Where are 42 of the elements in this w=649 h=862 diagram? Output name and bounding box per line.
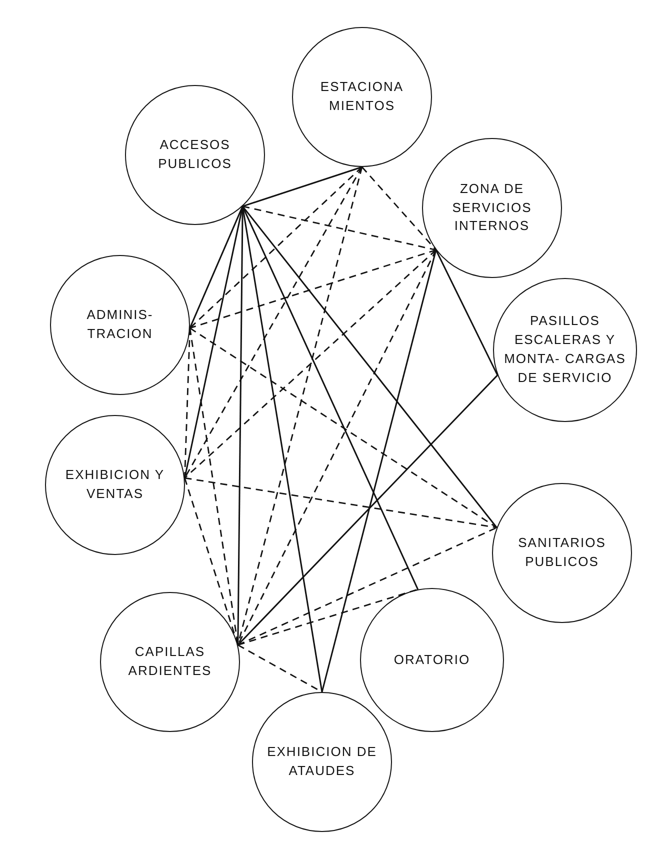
connector-line [237, 374, 498, 646]
connector-line [321, 250, 437, 692]
dashed-line [238, 526, 498, 646]
circle-node [360, 588, 504, 732]
dashed-line [190, 328, 498, 528]
circle-node [125, 85, 265, 225]
dashed-line [242, 206, 436, 251]
circle-node [492, 483, 632, 623]
dashed-line [184, 249, 436, 479]
connector-line [435, 250, 498, 376]
node-label: CAPILLAS ARDIENTES [127, 643, 213, 680]
node-label: EXHIBICION DE ATAUDES [266, 743, 378, 780]
node-label: ACCESOS PUBLICOS [157, 136, 233, 173]
circle-node [100, 592, 240, 732]
connector-line [242, 206, 419, 590]
node-label: SANITARIOS PUBLICOS [517, 534, 607, 571]
dashed-line [189, 166, 362, 329]
dashed-line [237, 250, 437, 646]
connector-line [242, 206, 498, 528]
dashed-line [238, 644, 322, 693]
connector-line [189, 206, 244, 328]
circle-node [45, 415, 185, 555]
node-label: ESTACIONA MIENTOS [319, 78, 405, 115]
dashed-line [184, 166, 363, 478]
dashed-line [237, 166, 363, 646]
dashed-line [238, 588, 418, 646]
node-label: EXHIBICION Y VENTAS [65, 466, 165, 503]
dashed-line [184, 478, 239, 646]
circle-node [422, 138, 562, 278]
connector-line [242, 206, 323, 692]
circle-node [493, 278, 637, 422]
node-label: ZONA DE SERVICIOS INTERNOS [451, 180, 533, 236]
dashed-line [184, 477, 497, 528]
node-label: ORATORIO [392, 650, 472, 669]
circle-node [252, 692, 392, 832]
node-label: ADMINIS- TRACION [86, 306, 154, 343]
connector-line [242, 166, 362, 208]
dashed-line [190, 249, 436, 329]
dashed-line [361, 166, 437, 250]
circle-node [50, 255, 190, 395]
node-label: PASILLOS ESCALERAS Y MONTA- CARGAS DE SERVICIO [503, 312, 627, 387]
circle-node [292, 27, 432, 167]
